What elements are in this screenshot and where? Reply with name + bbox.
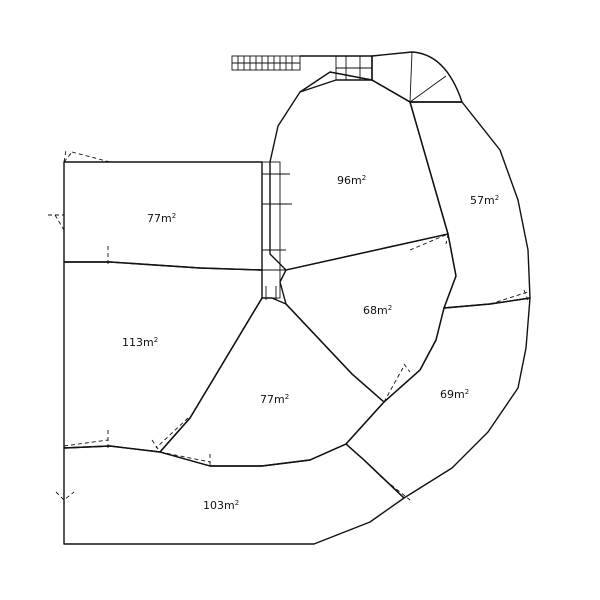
svg-text:113m2: 113m2 (122, 336, 158, 349)
room-label: 68m2 (363, 304, 392, 317)
room-outline-top-left (48, 149, 263, 271)
room-label: 96m2 (337, 174, 366, 187)
room-label: 57m2 (470, 194, 499, 207)
room-label: 77m2 (260, 393, 289, 406)
svg-text:96m2: 96m2 (337, 174, 366, 187)
room-label: 69m2 (440, 388, 469, 401)
room-label: 103m2 (203, 499, 239, 512)
svg-text:103m2: 103m2 (203, 499, 239, 512)
svg-text:68m2: 68m2 (363, 304, 392, 317)
ladder-element (231, 55, 301, 71)
svg-text:69m2: 69m2 (440, 388, 469, 401)
corner-arc (371, 51, 463, 103)
room-label: 77m2 (147, 212, 176, 225)
corridor-connector (299, 55, 373, 93)
svg-text:77m2: 77m2 (147, 212, 176, 225)
room-outline-center (151, 297, 411, 467)
svg-text:57m2: 57m2 (470, 194, 499, 207)
room-outline-bottom (55, 443, 405, 545)
svg-text:77m2: 77m2 (260, 393, 289, 406)
room-label: 113m2 (122, 336, 158, 349)
stair-column (261, 161, 292, 300)
room-outline-lower-right (345, 297, 531, 501)
room-outline-left (63, 261, 263, 453)
room-outline-mid-right (279, 233, 457, 403)
